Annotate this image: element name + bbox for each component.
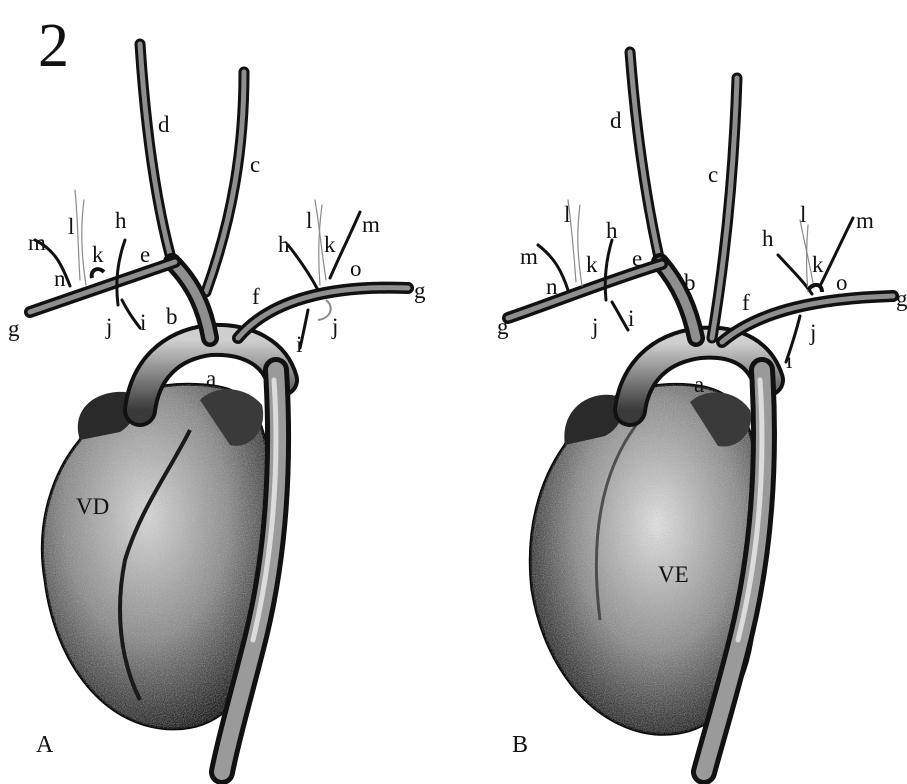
label-k: k	[324, 232, 336, 257]
label-m: m	[520, 244, 538, 269]
ventricle-label-ve: VE	[658, 562, 689, 587]
label-a: a	[206, 366, 216, 391]
label-n: n	[54, 266, 66, 291]
label-d: d	[610, 108, 622, 133]
label-l: l	[306, 208, 312, 233]
label-j: j	[591, 314, 598, 339]
label-c: c	[250, 152, 260, 177]
label-n: n	[546, 274, 558, 299]
label-h: h	[762, 226, 774, 251]
label-g: g	[497, 314, 509, 339]
label-f: f	[742, 290, 750, 315]
label-o: o	[836, 270, 848, 295]
label-k: k	[812, 252, 824, 277]
label-b: b	[166, 304, 178, 329]
label-m: m	[28, 230, 46, 255]
heart-drawing-a	[42, 340, 282, 772]
label-g: g	[414, 278, 426, 303]
label-i: i	[628, 306, 634, 331]
label-j: j	[331, 314, 338, 339]
label-h: h	[606, 218, 618, 243]
label-e: e	[140, 242, 150, 267]
panel-label-a: A	[36, 732, 54, 758]
label-a: a	[694, 372, 704, 397]
heart-drawing-b	[530, 343, 768, 772]
panel-a: a b c d e f g g h h i i j j k k l l m m …	[8, 44, 426, 772]
label-l: l	[800, 202, 806, 227]
label-l: l	[564, 202, 570, 227]
label-h: h	[115, 208, 127, 233]
label-i: i	[140, 310, 146, 335]
label-b: b	[684, 270, 696, 295]
panel-label-b: B	[512, 732, 528, 758]
label-g: g	[8, 316, 20, 341]
label-m: m	[856, 208, 874, 233]
label-m: m	[362, 212, 380, 237]
label-j: j	[809, 320, 816, 345]
label-l: l	[68, 214, 74, 239]
label-o: o	[350, 256, 362, 281]
label-f: f	[252, 284, 260, 309]
label-k: k	[92, 242, 104, 267]
label-c: c	[708, 162, 718, 187]
ventricle-label-vd: VD	[76, 494, 109, 519]
vessel-tree-a	[30, 44, 408, 348]
figure-number: 2	[38, 12, 69, 80]
panel-b: a b c d e f g g h h i i j j k k l l m m …	[497, 52, 907, 772]
label-d: d	[158, 112, 170, 137]
label-e: e	[632, 246, 642, 271]
label-k: k	[586, 252, 598, 277]
label-j: j	[105, 314, 112, 339]
label-h: h	[278, 232, 290, 257]
label-i: i	[786, 348, 792, 373]
label-i: i	[296, 332, 302, 357]
label-g: g	[896, 286, 907, 311]
